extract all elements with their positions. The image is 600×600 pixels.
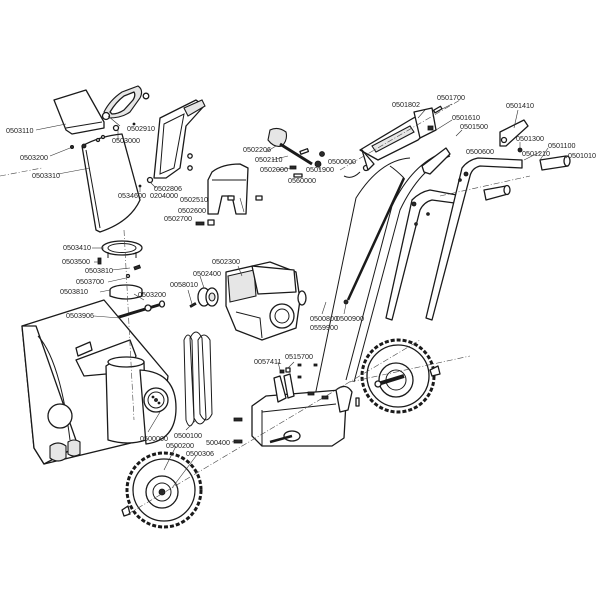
upper-handle-right-part [425, 157, 523, 321]
label-0502510: 0502510 [180, 195, 208, 204]
label-0559900: 0559900 [310, 323, 338, 332]
label-0500200: 0500200 [166, 441, 194, 450]
upper-handle-left-part [385, 189, 463, 321]
chute-deflector-part [53, 89, 105, 135]
label-0500600-a: 0500600 [328, 157, 356, 166]
label-0502110: 0502110 [255, 155, 282, 164]
label-0500900: 0500900 [336, 314, 364, 323]
label-0502806: 0502806 [154, 184, 182, 193]
label-0503310: 0503310 [32, 171, 60, 180]
label-0058010: 0058010 [170, 280, 198, 289]
dash-panel-part [343, 105, 443, 178]
label-0534600: 0534600 [118, 191, 146, 200]
label-0503110: 0503110 [6, 126, 33, 135]
label-0503000: 0503000 [112, 136, 140, 145]
drive-belts-part [183, 331, 213, 427]
label-0500100: 0500100 [174, 431, 202, 440]
upper-chute-part [70, 133, 141, 233]
label-0503200: 0503200 [20, 153, 48, 162]
label-0560000: 0560000 [288, 176, 316, 185]
label-0501700: 0501700 [437, 93, 465, 102]
impeller-housing-part [105, 356, 177, 445]
chute-ring-part [97, 240, 143, 279]
label-0501802: 0501802 [392, 100, 420, 109]
label-0502700: 0502700 [164, 214, 192, 223]
label-0501500: 0501500 [460, 122, 488, 131]
shift-lever-part [267, 127, 325, 178]
chute-crank-handle-part [138, 99, 206, 188]
label-0501010: 0501010 [568, 151, 596, 160]
label-500400: 500400 [206, 438, 230, 447]
control-lever-part [421, 119, 529, 175]
handle-grip-left-part [483, 184, 511, 201]
engine-part [225, 261, 307, 341]
label-0501410: 0501410 [506, 101, 534, 110]
label-0501100: 0501100 [548, 141, 575, 150]
label-0502000: 0502000 [260, 165, 288, 174]
part-labels: 0503110 0503200 0503310 0502910 0503000 … [6, 93, 596, 458]
label-0501610: 0501610 [452, 113, 480, 122]
label-0500600-b: 0500600 [466, 147, 494, 156]
label-0503410: 0503410 [63, 243, 91, 252]
deflector-bracket-part [101, 85, 150, 132]
label-0500000: 0500000 [140, 434, 168, 443]
label-0500800: 0500800 [310, 314, 338, 323]
label-0204000: 0204000 [150, 191, 178, 200]
label-0515700: 0515700 [285, 352, 313, 361]
label-0502600: 0502600 [178, 206, 206, 215]
label-0503810-a: 0503810 [85, 266, 113, 275]
right-wheel-part [360, 338, 441, 414]
left-wheel-part [121, 451, 203, 529]
frame-transmission-part [233, 363, 360, 447]
label-0501900: 0501900 [306, 165, 334, 174]
label-0503500: 0503500 [62, 257, 90, 266]
bolt-part [195, 219, 215, 226]
label-0500306: 0500306 [186, 449, 214, 458]
assembly-axis-lines [0, 99, 531, 515]
label-0502910: 0502910 [127, 124, 155, 133]
engine-pulley-part [189, 287, 219, 308]
label-0501300: 0501300 [516, 134, 544, 143]
leader-lines [35, 103, 569, 489]
label-0502206: 0502206 [243, 145, 271, 154]
label-0057411: 0057411 [254, 357, 281, 366]
label-0502400: 0502400 [193, 269, 221, 278]
label-0503906: 0503906 [66, 311, 94, 320]
chute-bracket-part [195, 163, 263, 226]
label-0502300: 0502300 [212, 257, 240, 266]
chute-base-part [109, 284, 143, 300]
label-0503810-b: 0503810 [60, 287, 88, 296]
handle-grip-right-part [539, 155, 571, 171]
label-0501210: 0501210 [522, 149, 550, 158]
label-0503700: 0503700 [76, 277, 104, 286]
label-0503200-b: 0503200 [138, 290, 166, 299]
